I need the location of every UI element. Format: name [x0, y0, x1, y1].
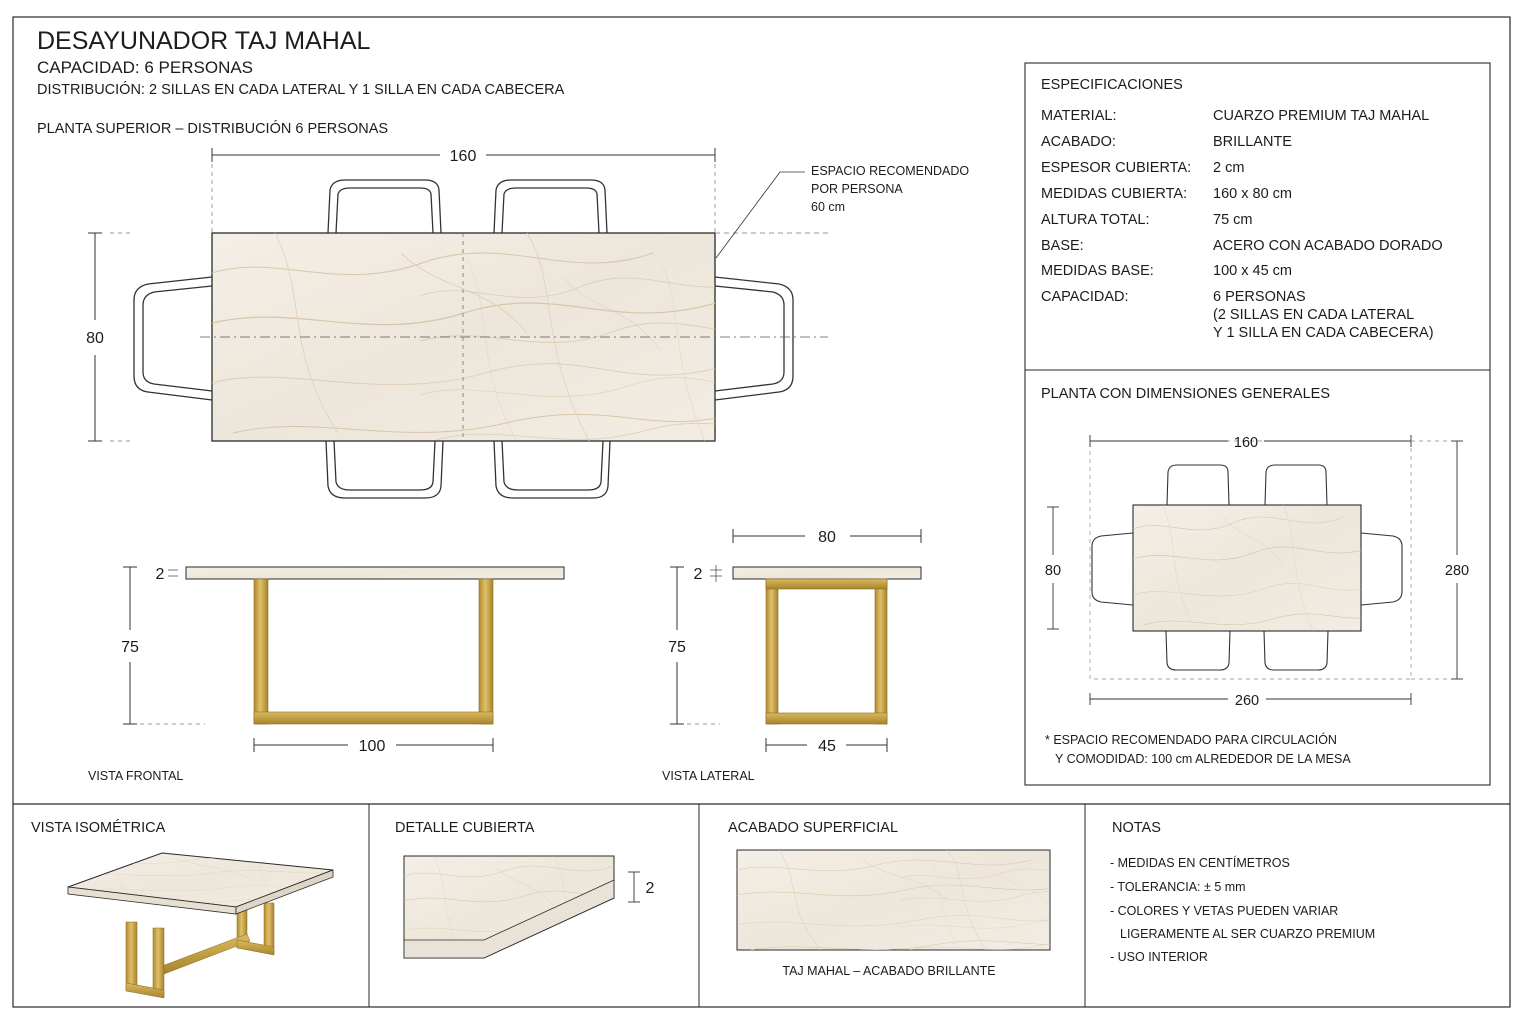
iso-tabletop-edge [235, 869, 334, 915]
mini-tabletop [1132, 504, 1362, 632]
top-detail: DETALLE CUBIERTA 2 [395, 820, 655, 959]
note-line: - TOLERANCIA: ± 5 mm [1110, 880, 1246, 894]
spec-value-extra: Y 1 SILLA EN CADA CABECERA) [1213, 325, 1434, 341]
side-base-bottom-bar [765, 712, 888, 725]
chair-head-right [714, 276, 794, 401]
iso-base-bar [125, 982, 165, 999]
spec-value-extra: (2 SILLAS EN CADA LATERAL [1213, 307, 1414, 323]
spec-label: BASE: [1041, 238, 1084, 254]
side-base-leg-right [874, 578, 888, 725]
mini-chair [1165, 630, 1231, 671]
general-note-2: Y COMODIDAD: 100 cm ALREDEDOR DE LA MESA [1055, 752, 1351, 766]
general-total-width-label: 260 [1235, 693, 1259, 709]
general-note-1: * ESPACIO RECOMENDADO PARA CIRCULACIÓN [1045, 732, 1337, 747]
specs-title: ESPECIFICACIONES [1041, 77, 1183, 93]
mini-chairs [1091, 464, 1403, 671]
finish-title: ACABADO SUPERFICIAL [728, 820, 898, 836]
detail-title: DETALLE CUBIERTA [395, 820, 535, 836]
mini-chair [1166, 464, 1230, 506]
general-total-depth-label: 280 [1445, 563, 1469, 579]
spec-value: 160 x 80 cm [1213, 186, 1292, 202]
front-base-leg-right [478, 578, 494, 725]
mini-chair [1360, 532, 1403, 606]
spec-value: 100 x 45 cm [1213, 263, 1292, 279]
note-line: - COLORES Y VETAS PUEDEN VARIAR [1110, 904, 1338, 918]
spec-value: ACERO CON ACABADO DORADO [1213, 238, 1443, 254]
top-plan-depth-label: 80 [86, 330, 104, 347]
annotation-line-2: POR PERSONA [811, 182, 903, 196]
chair-head-left [133, 276, 213, 401]
surface-finish: ACABADO SUPERFICIAL TAJ MAHAL – ACABADO … [728, 820, 1051, 978]
notes: NOTAS - MEDIDAS EN CENTÍMETROS - TOLERAN… [1110, 820, 1375, 964]
general-plan-title: PLANTA CON DIMENSIONES GENERALES [1041, 386, 1330, 402]
chair-top-left [327, 179, 442, 234]
spec-label: CAPACIDAD: [1041, 289, 1129, 305]
clearance-outline [1089, 440, 1412, 680]
mini-chair [1091, 532, 1134, 606]
note-line: LIGERAMENTE AL SER CUARZO PREMIUM [1120, 927, 1375, 941]
front-height-label: 75 [121, 639, 139, 656]
iso-title: VISTA ISOMÉTRICA [31, 819, 166, 836]
front-thickness-label: 2 [156, 566, 165, 583]
spec-value: 75 cm [1213, 212, 1253, 228]
general-depth-label: 80 [1045, 563, 1061, 579]
spec-value: 6 PERSONAS [1213, 289, 1306, 305]
top-plan: 160 80 ESPACIO RECOMENDADO POR PERSONA 6… [86, 148, 969, 499]
mini-chair [1263, 630, 1329, 671]
side-base-label: 45 [818, 738, 836, 755]
note-line: - USO INTERIOR [1110, 950, 1208, 964]
spec-label: MEDIDAS CUBIERTA: [1041, 186, 1187, 202]
side-width-label: 80 [818, 529, 836, 546]
side-base-top-bar [765, 578, 888, 590]
spec-label: MEDIDAS BASE: [1041, 263, 1154, 279]
note-line: - MEDIDAS EN CENTÍMETROS [1110, 855, 1290, 870]
finish-caption: TAJ MAHAL – ACABADO BRILLANTE [782, 964, 995, 978]
specs-panel: ESPECIFICACIONES MATERIAL: CUARZO PREMIU… [1024, 62, 1491, 786]
front-tabletop [185, 566, 565, 580]
top-plan-width-label: 160 [450, 148, 477, 165]
chair-bottom-left [325, 440, 444, 499]
iso-base-bar [236, 939, 275, 956]
chair-top-right [493, 179, 608, 234]
iso-leg [152, 927, 165, 997]
distribution-line: DISTRIBUCIÓN: 2 SILLAS EN CADA LATERAL Y… [37, 81, 565, 98]
side-height-label: 75 [668, 639, 686, 656]
front-base-bar [253, 711, 494, 725]
spec-value: 2 cm [1213, 160, 1244, 176]
annotation-line-3: 60 cm [811, 200, 845, 214]
front-view: 75 2 100 VISTA FRONTAL [88, 566, 565, 783]
chair-bottom-right [493, 440, 611, 499]
spec-label: MATERIAL: [1041, 108, 1116, 124]
side-base-leg-left [765, 578, 779, 725]
spec-value: CUARZO PREMIUM TAJ MAHAL [1213, 108, 1429, 124]
side-view: 80 75 2 45 VISTA LATERAL [662, 529, 922, 783]
detail-slab-edge [403, 879, 615, 959]
detail-thickness-label: 2 [646, 880, 655, 897]
notes-title: NOTAS [1112, 820, 1161, 836]
annotation-leader [715, 171, 781, 259]
top-plan-title: PLANTA SUPERIOR – DISTRIBUCIÓN 6 PERSONA… [37, 120, 388, 137]
mini-chair [1264, 464, 1328, 506]
spec-label: ESPESOR CUBIERTA: [1041, 160, 1191, 176]
general-width-label: 160 [1234, 435, 1258, 451]
finish-swatch [736, 849, 1051, 951]
iso-leg [125, 921, 138, 991]
spec-label: ACABADO: [1041, 134, 1116, 150]
side-thickness-label: 2 [694, 566, 703, 583]
spec-label: ALTURA TOTAL: [1041, 212, 1150, 228]
capacity-line: CAPACIDAD: 6 PERSONAS [37, 58, 253, 77]
spec-value: BRILLANTE [1213, 134, 1292, 150]
sheet-border [12, 16, 1511, 1008]
sheet-title: DESAYUNADOR TAJ MAHAL [37, 27, 370, 55]
front-base-leg-left [253, 578, 269, 725]
annotation-line-1: ESPACIO RECOMENDADO [811, 164, 969, 178]
front-view-label: VISTA FRONTAL [88, 769, 183, 783]
side-tabletop [732, 566, 922, 580]
isometric-view: VISTA ISOMÉTRICA [31, 819, 334, 999]
front-base-label: 100 [359, 738, 386, 755]
side-view-label: VISTA LATERAL [662, 769, 755, 783]
specs-box [1024, 62, 1491, 786]
